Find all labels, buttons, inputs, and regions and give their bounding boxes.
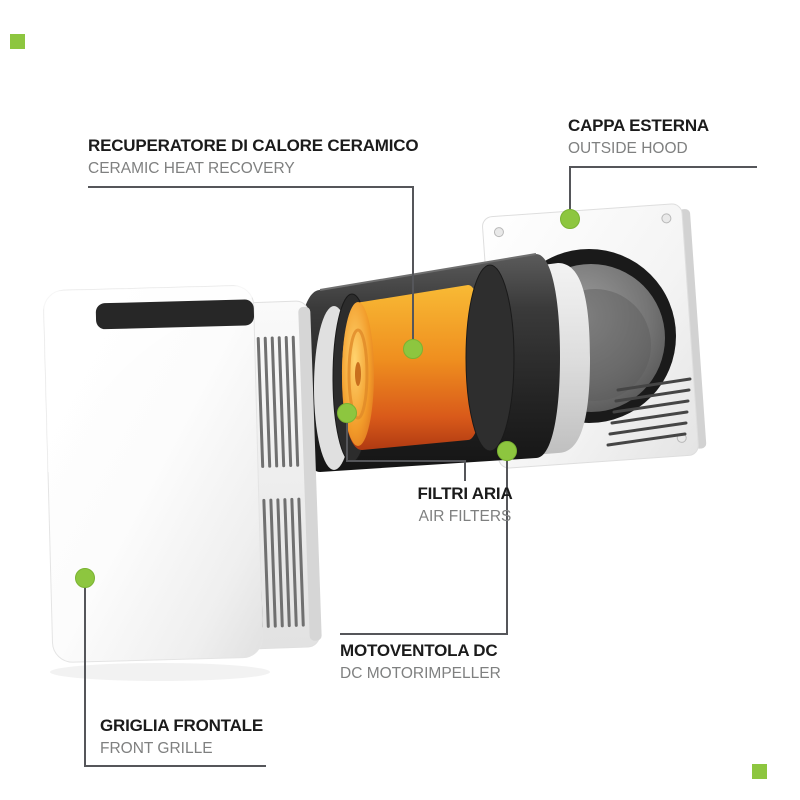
callout-heat-recovery: RECUPERATORE DI CALORE CERAMICO CERAMIC … bbox=[88, 136, 419, 178]
corner-accent-top-left bbox=[10, 34, 25, 49]
vent-slot bbox=[291, 335, 300, 467]
callout-subtitle: DC MOTORIMPELLER bbox=[340, 665, 501, 682]
heat-exchanger-core bbox=[342, 285, 484, 450]
callout-markers bbox=[75, 209, 580, 588]
vent-slot bbox=[262, 498, 270, 628]
vent-slot bbox=[290, 497, 298, 627]
callout-connectors bbox=[84, 166, 757, 767]
callout-title: RECUPERATORE DI CALORE CERAMICO bbox=[88, 136, 419, 155]
sleeve-top-highlight bbox=[319, 253, 537, 291]
screw-hole bbox=[661, 213, 672, 224]
front-grille-panel bbox=[43, 285, 263, 663]
connector-front-grille bbox=[84, 581, 266, 767]
marker-dc-motor bbox=[497, 441, 517, 461]
louver-line bbox=[616, 377, 692, 392]
callout-front-grille: GRIGLIA FRONTALE FRONT GRILLE bbox=[100, 716, 263, 758]
callout-title: GRIGLIA FRONTALE bbox=[100, 716, 264, 735]
vent-slot bbox=[277, 336, 286, 468]
callout-subtitle: AIR FILTERS bbox=[418, 508, 512, 525]
vent-slot bbox=[297, 497, 305, 627]
connector-air-filters bbox=[346, 415, 466, 481]
marker-air-filters bbox=[337, 403, 357, 423]
callout-dc-motor: MOTOVENTOLA DC DC MOTORIMPELLER bbox=[340, 641, 501, 683]
callout-title: FILTRI ARIA bbox=[417, 484, 513, 503]
callout-title: MOTOVENTOLA DC bbox=[340, 641, 498, 660]
panel-shadow bbox=[50, 663, 270, 681]
vent-slot bbox=[283, 498, 291, 628]
louver-line bbox=[610, 410, 689, 425]
vent-slot bbox=[276, 498, 284, 628]
louver-line bbox=[608, 421, 688, 436]
callout-subtitle: CERAMIC HEAT RECOVERY bbox=[88, 160, 295, 177]
heat-exchanger-assembly bbox=[332, 264, 515, 463]
panel-gloss bbox=[43, 285, 254, 473]
marker-heat-recovery bbox=[403, 339, 423, 359]
connector-outside-hood bbox=[569, 166, 757, 217]
vent-slot bbox=[263, 336, 272, 468]
frame-side-face bbox=[298, 306, 322, 641]
corner-accent-bottom-right bbox=[752, 764, 767, 779]
vent-slot bbox=[270, 336, 279, 468]
louver-line bbox=[606, 432, 687, 447]
connector-dc-motor bbox=[340, 453, 508, 635]
foam-filter-right bbox=[465, 264, 515, 452]
vent-slot bbox=[284, 336, 293, 467]
core-hub bbox=[355, 362, 361, 386]
callout-subtitle: FRONT GRILLE bbox=[100, 740, 213, 757]
vent-slot bbox=[269, 498, 277, 628]
callout-subtitle: OUTSIDE HOOD bbox=[568, 140, 688, 157]
panel-air-slot bbox=[95, 299, 255, 330]
callout-title: CAPPA ESTERNA bbox=[568, 116, 709, 135]
louver-line bbox=[614, 388, 691, 403]
core-channel-rings bbox=[347, 328, 369, 420]
screw-hole bbox=[493, 227, 504, 238]
vent-slot bbox=[256, 337, 265, 468]
louver-line bbox=[612, 399, 690, 414]
marker-outside-hood bbox=[560, 209, 580, 229]
callout-air-filters: FILTRI ARIA AIR FILTERS bbox=[417, 484, 512, 526]
callout-outside-hood: CAPPA ESTERNA OUTSIDE HOOD bbox=[568, 116, 709, 158]
connector-heat-recovery bbox=[88, 186, 414, 349]
louver-grille bbox=[606, 377, 692, 447]
marker-front-grille bbox=[75, 568, 95, 588]
